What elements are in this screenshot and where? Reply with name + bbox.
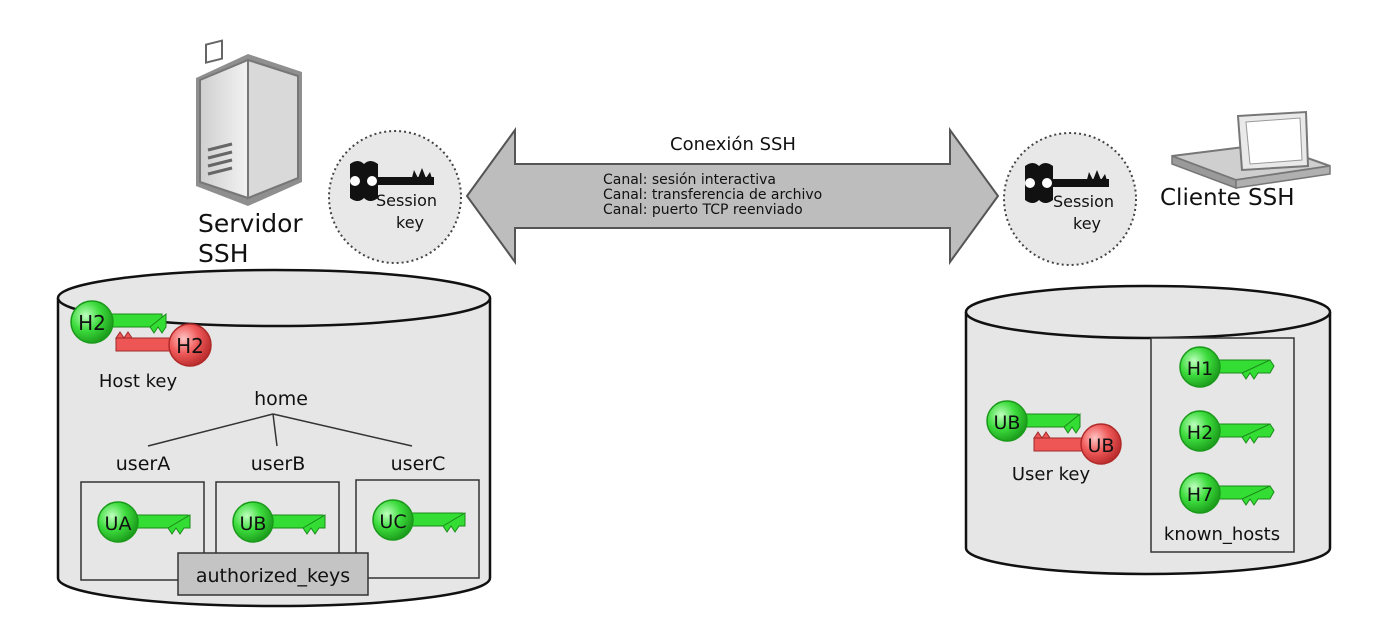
known-host-key-tag: H2 (1187, 422, 1213, 444)
user-folder-label: userA (116, 453, 170, 475)
home-label: home (254, 388, 308, 410)
client-user-public-key-tag: UB (994, 412, 1021, 434)
user-key-label: User key (1012, 464, 1091, 485)
host-public-key (70, 300, 167, 344)
user-folder-label: userC (391, 453, 446, 475)
client-label: Cliente SSH (1160, 185, 1295, 211)
user-key-tag: UB (240, 513, 267, 535)
host-private-key-tag: H2 (176, 334, 204, 358)
user-key-tag: UA (105, 513, 132, 535)
laptop-workstation-icon (1171, 110, 1331, 190)
connection-channel: Canal: transferencia de archivo (603, 187, 822, 203)
session-key-icon (1025, 163, 1109, 203)
session-key-label-line1: Session (376, 191, 437, 210)
host-private-key (115, 323, 212, 367)
known-host-key-H7 (1179, 472, 1275, 514)
known-host-key-H2 (1179, 410, 1275, 452)
host-key-label: Host key (99, 371, 178, 392)
ssh-connection-arrow (465, 126, 1000, 266)
session-key-server: Session key (328, 130, 462, 264)
session-key-label-line1: Session (1053, 192, 1114, 211)
client-user-private-key (1033, 423, 1122, 465)
authorized-keys-label: authorized_keys (196, 565, 350, 587)
client-user-private-key-tag: UB (1088, 435, 1115, 457)
user-folder-label: userB (251, 453, 305, 475)
server-label-line1: Servidor (198, 209, 303, 238)
host-public-key-tag: H2 (78, 311, 106, 335)
home-tree-lines (147, 413, 413, 447)
user-public-key-UA (97, 501, 191, 543)
connection-channel: Canal: sesión interactiva (603, 172, 776, 188)
session-key-label-line2: key (396, 213, 424, 232)
user-public-key-UC (372, 499, 466, 541)
session-key-label-line2: key (1073, 214, 1101, 233)
session-key-client: Session key (1003, 132, 1137, 266)
connection-title: Conexión SSH (670, 134, 796, 155)
known-hosts-box (1150, 337, 1295, 553)
user-key-tag: UC (379, 511, 406, 533)
connection-channel: Canal: puerto TCP reenviado (603, 202, 803, 218)
authorized-keys-box (177, 552, 369, 596)
session-key-icon (350, 161, 434, 201)
server-tower-icon (196, 39, 302, 206)
server-label-line2: SSH (198, 239, 249, 268)
known-host-key-H1 (1179, 346, 1275, 388)
known-hosts-label: known_hosts (1164, 524, 1280, 545)
user-public-key-UB (232, 501, 326, 543)
client-user-public-key (986, 400, 1081, 442)
known-host-key-tag: H7 (1187, 484, 1213, 506)
known-host-key-tag: H1 (1187, 358, 1213, 380)
